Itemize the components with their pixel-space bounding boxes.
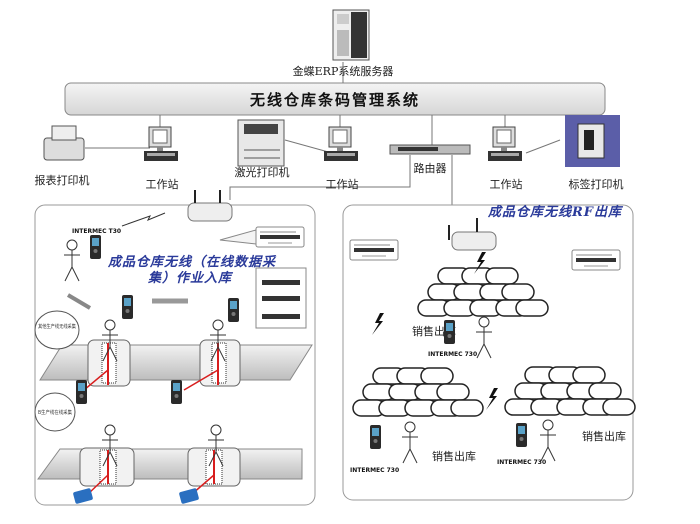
- scanner-icon: [73, 488, 93, 504]
- handheld-terminal-icon: [171, 380, 182, 404]
- bubble-online-label: B生产线在线采集: [38, 409, 72, 416]
- workstation-label: 工作站: [326, 177, 359, 191]
- laser-printer-label: 激光打印机: [235, 165, 290, 179]
- label-printer-label: 标签打印机: [569, 177, 624, 191]
- wireless-signal-icon: [121, 212, 166, 227]
- online-collection-bubble: [34, 392, 76, 432]
- conveyor-pipe: [39, 339, 313, 391]
- wireless-collection-bubble: [34, 310, 80, 350]
- workstation-icon: [487, 126, 523, 162]
- outbound-title: 成品仓库无线RF出库: [487, 204, 624, 220]
- workstation-label: 工作站: [490, 177, 523, 191]
- sales-out-label: 销售出库: [432, 449, 476, 463]
- inbound-title-line2: 集）作业入库: [147, 270, 234, 286]
- barcode-label-icon: [255, 226, 305, 248]
- handheld-terminal-icon: [76, 380, 87, 404]
- workstation-icon: [323, 126, 359, 162]
- barcode-label-icon: [349, 239, 399, 261]
- router-icon: [389, 144, 471, 155]
- workstation-label: 工作站: [146, 177, 179, 191]
- server-icon: [332, 9, 370, 61]
- arrow-icon: [66, 293, 92, 310]
- conveyor-pipe: [37, 447, 303, 495]
- handheld-terminal-icon: [444, 320, 455, 344]
- report-printer-icon: [43, 125, 85, 161]
- report-printer-label: 报表打印机: [35, 173, 90, 187]
- inbound-title-line1: 成品仓库无线（在线数据采: [107, 254, 277, 270]
- handheld-terminal-icon: [516, 423, 527, 447]
- handheld-terminal-icon: [228, 298, 239, 322]
- barcode-label-icon: [571, 249, 621, 271]
- wireless-access-point-icon: [187, 190, 233, 222]
- bubble-wireless-label: 其他生产线无线采集: [38, 323, 76, 330]
- system-title: 无线仓库条码管理系统: [249, 91, 420, 109]
- barcode-label-icon: [255, 267, 307, 329]
- system-bar: [64, 82, 606, 116]
- scanner-icon: [179, 488, 199, 504]
- outbound-device-model: INTERMEC 730: [350, 467, 399, 474]
- sales-out-label: 销售出库: [582, 429, 626, 443]
- laser-printer-icon: [237, 119, 285, 167]
- router-label: 路由器: [414, 161, 447, 175]
- handheld-terminal-icon: [122, 295, 133, 319]
- wireless-access-point-icon: [448, 218, 497, 251]
- handheld-terminal-icon: [370, 425, 381, 449]
- handheld-terminal-icon: [90, 235, 101, 259]
- workstation-icon: [143, 126, 179, 162]
- outbound-device-model: INTERMEC 730: [428, 351, 477, 358]
- inbound-device-model: INTERMEC T30: [72, 228, 121, 235]
- label-printer-icon: [565, 115, 620, 167]
- outbound-device-model: INTERMEC 730: [497, 459, 546, 466]
